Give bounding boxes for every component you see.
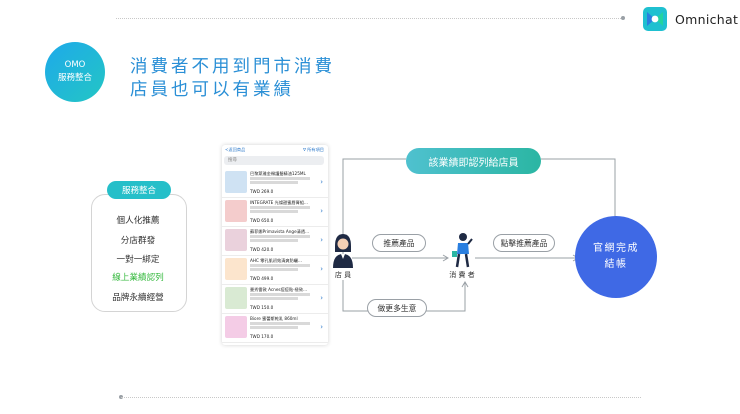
product-thumbnail bbox=[225, 258, 247, 280]
service-item: 品牌永續經營 bbox=[112, 293, 164, 303]
checkout-line2: 結帳 bbox=[604, 259, 628, 270]
product-desc-line bbox=[250, 235, 310, 238]
chevron-right-icon[interactable]: › bbox=[320, 178, 323, 186]
more-business-pill: 做更多生意 bbox=[367, 299, 427, 317]
checkout-complete-circle: 官網完成 結帳 bbox=[575, 216, 657, 298]
top-divider-dot bbox=[621, 16, 625, 20]
product-name: 蘇菲娜Primavista Ange清透... bbox=[250, 229, 310, 234]
product-name: Biore 蜜蕾斯乾乳 860ml bbox=[250, 316, 298, 321]
product-thumbnail bbox=[225, 316, 247, 338]
chevron-right-icon[interactable]: › bbox=[320, 236, 323, 244]
service-item: 個人化推薦 bbox=[116, 216, 160, 226]
product-row[interactable]: 巴黎萊雅金緻護髮精油125ML TWD 269.0 › bbox=[222, 168, 328, 198]
recommend-pill: 推薦產品 bbox=[372, 234, 426, 252]
consumer-icon bbox=[452, 233, 473, 268]
product-thumbnail bbox=[225, 287, 247, 309]
bottom-divider bbox=[121, 397, 641, 398]
product-desc-line bbox=[250, 264, 310, 267]
consumer-label: 消 費 者 bbox=[449, 271, 475, 279]
omo-badge-line1: OMO bbox=[64, 60, 86, 70]
product-thumbnail bbox=[225, 229, 247, 251]
product-price: TWD 650.0 bbox=[250, 218, 274, 223]
phone-mockup: <返回商品 ∇ 所有項目 搜尋 巴黎萊雅金緻護髮精油125ML TWD 269.0… bbox=[222, 145, 328, 345]
product-price: TWD 420.0 bbox=[250, 247, 274, 252]
chevron-right-icon[interactable]: › bbox=[320, 323, 323, 331]
service-item: 一對一綁定 bbox=[116, 255, 160, 265]
product-price: TWD 269.0 bbox=[250, 189, 274, 194]
filter-link[interactable]: ∇ 所有項目 bbox=[303, 147, 324, 152]
product-name: AHC 零孔肌初效清爽防曬... bbox=[250, 258, 302, 263]
product-desc-line bbox=[250, 210, 298, 213]
back-link[interactable]: <返回商品 bbox=[225, 147, 246, 152]
headline-line2: 店員也可以有業績 bbox=[130, 80, 294, 100]
headline-line1: 消費者不用到門市消費 bbox=[130, 57, 335, 77]
product-row[interactable]: 蘇菲娜Primavista Ange清透... TWD 420.0 › bbox=[222, 226, 328, 256]
checkout-line1: 官網完成 bbox=[593, 243, 639, 254]
product-name: INTEGRATE 光燦甜蜜唇膏組... bbox=[250, 200, 308, 205]
omo-badge-line2: 服務整合 bbox=[57, 73, 92, 83]
flow-line-top-left bbox=[342, 158, 406, 258]
top-divider bbox=[116, 18, 621, 19]
product-thumbnail bbox=[225, 200, 247, 222]
service-item-highlight: 線上業績認列 bbox=[112, 273, 164, 283]
product-desc-line bbox=[250, 293, 310, 296]
product-desc-line bbox=[250, 177, 310, 180]
product-desc-line bbox=[250, 239, 298, 242]
clerk-label: 店 員 bbox=[334, 271, 352, 279]
search-input[interactable]: 搜尋 bbox=[224, 156, 324, 165]
arrow-head-icon bbox=[442, 254, 449, 262]
chevron-right-icon[interactable]: › bbox=[320, 207, 323, 215]
product-price: TWD 499.0 bbox=[250, 276, 274, 281]
omo-badge: OMO 服務整合 bbox=[45, 42, 105, 102]
product-row[interactable]: AHC 零孔肌初效清爽防曬... TWD 499.0 › bbox=[222, 255, 328, 285]
product-name: 曼秀雷敦 Acnes痘痘貼-極致... bbox=[250, 287, 308, 292]
omnichat-logo-icon bbox=[643, 7, 667, 31]
chevron-right-icon[interactable]: › bbox=[320, 265, 323, 273]
chevron-right-icon[interactable]: › bbox=[320, 294, 323, 302]
product-desc-line bbox=[250, 206, 310, 209]
product-desc-line bbox=[250, 268, 298, 271]
product-thumbnail bbox=[225, 171, 247, 193]
flow-line-top-right bbox=[541, 158, 616, 217]
product-desc-line bbox=[250, 297, 298, 300]
credit-to-clerk-tag: 該業績即認列給店員 bbox=[406, 148, 541, 174]
product-name: 巴黎萊雅金緻護髮精油125ML bbox=[250, 171, 306, 176]
product-row[interactable]: INTEGRATE 光燦甜蜜唇膏組... TWD 650.0 › bbox=[222, 197, 328, 227]
product-desc-line bbox=[250, 181, 298, 184]
service-item: 分店群發 bbox=[120, 236, 156, 246]
services-title: 服務整合 bbox=[107, 181, 171, 199]
click-product-pill: 點擊推薦產品 bbox=[493, 234, 555, 252]
product-row[interactable]: 曼秀雷敦 Acnes痘痘貼-極致... TWD 150.0 › bbox=[222, 284, 328, 314]
brand-name: Omnichat bbox=[675, 12, 739, 27]
clerk-icon bbox=[333, 234, 353, 268]
product-price: TWD 170.0 bbox=[250, 334, 274, 339]
arrow-head-icon bbox=[461, 281, 469, 288]
product-desc-line bbox=[250, 326, 298, 329]
product-desc-line bbox=[250, 322, 310, 325]
product-price: TWD 150.0 bbox=[250, 305, 274, 310]
